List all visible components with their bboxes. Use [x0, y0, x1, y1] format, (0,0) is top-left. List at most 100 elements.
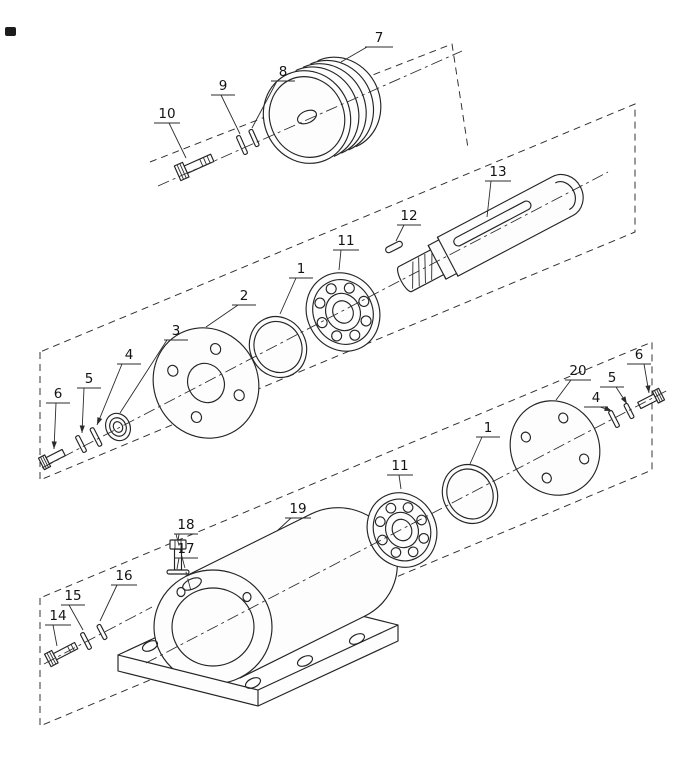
leader-arrowhead — [51, 441, 57, 449]
callout-5-right: 5 — [600, 370, 628, 405]
callout-18: 18 — [174, 517, 198, 542]
callout-4-right: 4 — [584, 390, 613, 412]
callout-number: 3 — [172, 323, 181, 339]
leader-arrowhead — [645, 385, 651, 393]
ball — [343, 282, 355, 294]
rim-arc — [317, 56, 382, 148]
leader-line — [600, 386, 628, 405]
part-washer-5-right — [623, 402, 635, 420]
shaft-body — [397, 173, 584, 293]
bolt-hole — [558, 412, 569, 424]
leader-line — [205, 304, 256, 328]
cover-face — [509, 400, 601, 496]
center-hole — [186, 362, 226, 404]
callout-number: 6 — [635, 347, 644, 363]
leader-line — [174, 557, 198, 570]
front-tapped-hole — [176, 586, 186, 598]
leader-line — [45, 624, 71, 647]
bolt-shank — [637, 393, 658, 410]
washer — [248, 128, 260, 148]
part-bolt-10 — [173, 153, 215, 182]
bore — [391, 518, 413, 542]
callout-7: 7 — [340, 30, 393, 63]
journal-hatching — [412, 252, 433, 289]
callout-number: 7 — [375, 30, 384, 46]
bolt-hole — [209, 342, 222, 355]
callout-number: 20 — [569, 363, 586, 379]
leader-arrowhead — [620, 396, 627, 404]
leader-line — [61, 604, 85, 631]
washer — [89, 427, 103, 447]
bore — [332, 300, 354, 324]
leader-line — [276, 517, 311, 532]
callout-number: 13 — [489, 164, 506, 180]
part-bolt-17-18 — [166, 539, 190, 575]
face-groove-edge — [268, 76, 346, 158]
seal-mid — [109, 417, 127, 437]
callout-number: 2 — [240, 288, 249, 304]
washer — [236, 134, 248, 156]
outer-race — [372, 498, 432, 562]
part-oring-1-mid — [248, 316, 308, 378]
leader-line — [485, 180, 511, 218]
head-facets — [40, 455, 49, 469]
leader-line — [395, 224, 421, 242]
washer — [623, 402, 635, 420]
callout-number: 10 — [158, 106, 175, 122]
ball — [349, 329, 361, 341]
callout-number: 16 — [115, 568, 132, 584]
keyway-slot — [453, 200, 532, 247]
ball — [390, 547, 402, 558]
leader-line — [387, 474, 413, 490]
centerline-foundation-bolt — [43, 606, 153, 665]
callout-11-mid: 11 — [333, 233, 359, 271]
bolt-hole — [167, 364, 179, 377]
inner-ring — [384, 511, 420, 549]
ball — [358, 295, 370, 307]
ball — [325, 283, 337, 295]
shaft-steps — [427, 236, 459, 280]
part-bolt-6-right — [637, 387, 666, 410]
front-face — [262, 70, 352, 164]
ball — [407, 546, 419, 558]
washer — [80, 632, 92, 650]
centerline-pulley-axis — [157, 50, 463, 187]
ball — [314, 297, 326, 309]
bore — [171, 587, 255, 667]
callout-number: 5 — [85, 371, 94, 387]
key — [385, 240, 403, 254]
leader-line — [154, 122, 187, 159]
callout-number: 15 — [64, 588, 81, 604]
callout-number: 4 — [125, 347, 134, 363]
leader-arrowhead — [79, 425, 85, 433]
centerline-top-bolt — [175, 533, 192, 592]
ball — [316, 317, 328, 329]
base-bolt-hole — [296, 655, 314, 667]
callout-number: 18 — [177, 517, 194, 533]
centerline-shaft-axis — [41, 171, 609, 469]
callout-11-right: 11 — [387, 458, 413, 490]
callout-5-left: 5 — [77, 371, 101, 434]
scan-artifact — [5, 27, 16, 36]
washer — [166, 569, 190, 575]
ball — [331, 330, 343, 342]
ball — [402, 502, 414, 513]
callout-13: 13 — [485, 164, 511, 218]
section-plane-top — [149, 43, 469, 163]
callout-number: 19 — [289, 501, 306, 517]
callouts: 7 8 9 10 13 12 11 1 — [45, 30, 651, 647]
callout-6-right: 6 — [627, 347, 651, 394]
centerlines — [41, 50, 669, 665]
callout-number: 17 — [177, 541, 194, 557]
bolt-hole — [190, 411, 203, 424]
bolt-hole — [541, 472, 552, 484]
part-flange-cover-2 — [152, 327, 260, 439]
callout-number: 6 — [54, 386, 63, 402]
callout-1-right: 1 — [469, 420, 500, 465]
part-shaft-13 — [397, 173, 584, 293]
leader-line — [251, 80, 295, 129]
part-bearing-11-mid — [305, 272, 381, 352]
part-pulley-7 — [262, 56, 382, 164]
callout-number: 1 — [484, 420, 493, 436]
